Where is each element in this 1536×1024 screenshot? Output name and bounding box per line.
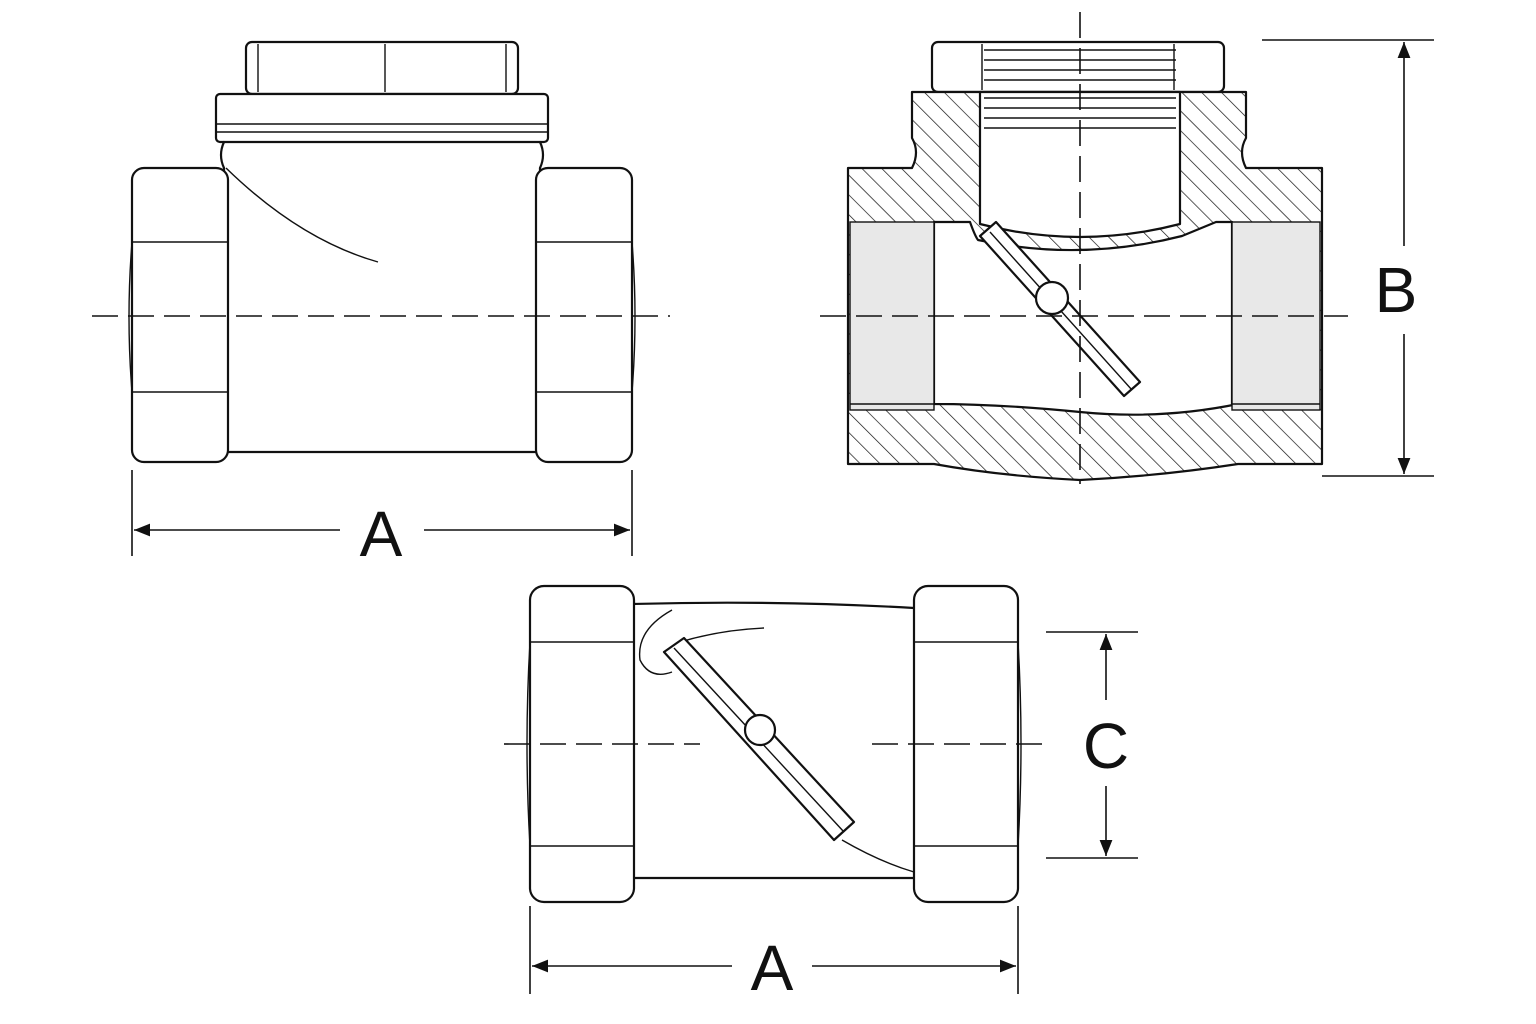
plan-view: C A (504, 584, 1138, 1004)
bonnet-ring (214, 92, 550, 144)
swing-disc (978, 220, 1142, 398)
dimension-label-b: B (1375, 254, 1418, 326)
plan-hinge-arm (638, 609, 673, 675)
left-hex-end (128, 166, 230, 464)
plan-swing-disc (662, 636, 856, 842)
exterior-side-view: A (92, 40, 670, 570)
section-view: B (820, 12, 1434, 484)
dimension-label-a-bottom: A (751, 932, 794, 1004)
dimension-label-c: C (1083, 710, 1129, 782)
plan-body-top (630, 601, 916, 610)
internal-disc-contour (225, 167, 379, 263)
valve-body (222, 166, 542, 454)
bonnet-cap (244, 40, 520, 96)
dimension-label-a-top: A (360, 498, 403, 570)
right-hex-end (534, 166, 636, 464)
